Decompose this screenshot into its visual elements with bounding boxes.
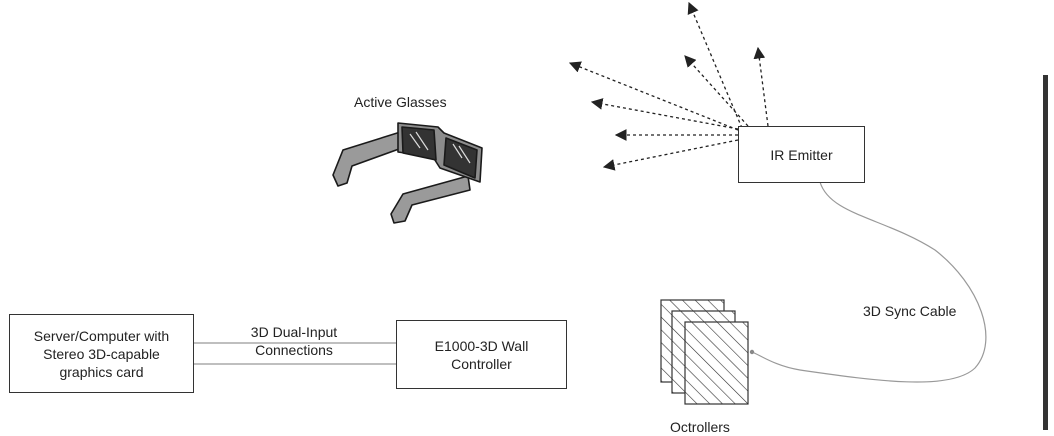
glasses-label: Active Glasses (354, 94, 447, 110)
ir-ray (684, 55, 749, 127)
octrollers-label: Octrollers (670, 419, 730, 435)
ir-ray (568, 61, 739, 131)
ir-ray (753, 46, 769, 127)
ir-ray (602, 139, 739, 171)
wall-controller-label: E1000-3D Wall Controller (434, 337, 529, 372)
cable-connector (749, 349, 755, 355)
wall-controller-box: E1000-3D Wall Controller (396, 320, 567, 389)
active-glasses-icon (332, 122, 483, 224)
ir-emitter-label: IR Emitter (770, 146, 833, 163)
sync-cable (751, 181, 987, 383)
ir-ray (590, 98, 739, 130)
server-box: Server/Computer with Stereo 3D-capable g… (9, 314, 194, 393)
octroller-cards (660, 299, 749, 405)
edge-bar (1043, 75, 1048, 430)
server-label: Server/Computer with Stereo 3D-capable g… (33, 327, 170, 380)
ir-emitter-box: IR Emitter (738, 126, 865, 183)
ir-ray (687, 1, 743, 129)
sync-cable-label: 3D Sync Cable (863, 303, 957, 319)
dual-input-lines (194, 342, 398, 365)
ir-rays (568, 1, 769, 171)
connections-label: 3D Dual-Input Connections (250, 324, 338, 358)
